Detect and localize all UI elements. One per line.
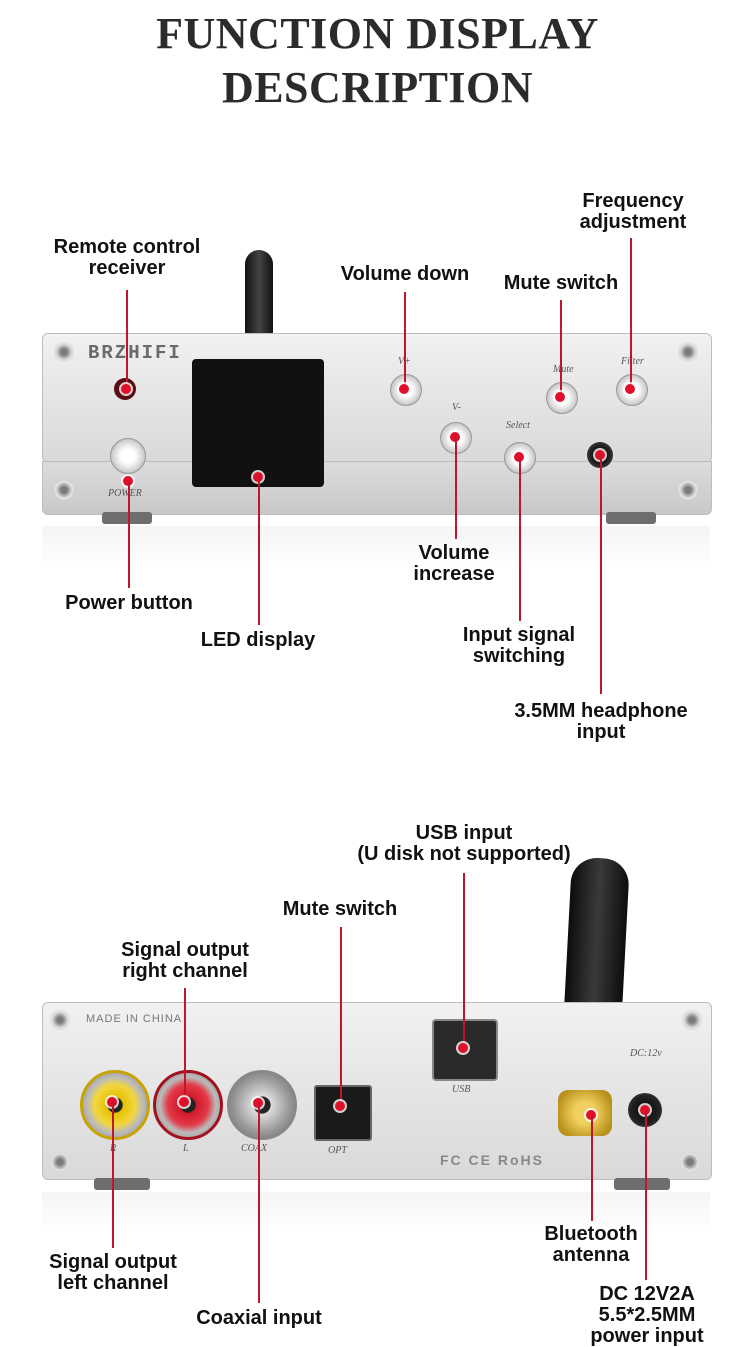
power-mark: POWER (108, 488, 142, 499)
page-title-line2: DESCRIPTION (221, 63, 534, 112)
label-volume-down: Volume down (340, 263, 470, 285)
front-foot-right (606, 512, 656, 524)
screw-icon (50, 1010, 70, 1030)
mute-mark: Mute (553, 364, 574, 375)
screw-icon (682, 1010, 702, 1030)
rear-reflection (42, 1192, 710, 1232)
dc-mark: DC:12v (630, 1048, 662, 1059)
coaxial-jack[interactable] (227, 1070, 297, 1140)
rear-foot-right (614, 1178, 670, 1190)
screw-icon (678, 342, 698, 362)
label-coaxial-input: Coaxial input (196, 1307, 322, 1329)
made-in-china-mark: MADE IN CHINA (86, 1013, 183, 1025)
screw-icon (54, 480, 74, 500)
led-display (192, 359, 324, 487)
front-antenna (245, 250, 273, 336)
coax-mark: COAX (241, 1143, 268, 1154)
label-mute-switch: Mute switch (503, 272, 619, 294)
screw-icon (50, 1152, 70, 1172)
certification-marks: FC CE RoHS (440, 1152, 544, 1168)
usb-mark: USB (452, 1084, 471, 1095)
label-power-button: Power button (65, 592, 193, 614)
screw-icon (678, 480, 698, 500)
screw-icon (680, 1152, 700, 1172)
opt-mark: OPT (328, 1145, 347, 1156)
rear-foot-left (94, 1178, 150, 1190)
antenna-connector (558, 1090, 612, 1136)
page-title-line1: FUNCTION DISPLAY (156, 9, 599, 58)
label-rear-mute-switch: Mute switch (282, 898, 398, 920)
select-mark: Select (506, 420, 530, 431)
power-button[interactable] (110, 438, 146, 474)
front-panel-lower (42, 461, 712, 515)
label-usb-input: USB input(U disk not supported) (357, 822, 571, 865)
optical-port[interactable] (314, 1085, 372, 1141)
brand-logo: BRZHIFI (88, 342, 182, 364)
screw-icon (54, 342, 74, 362)
vminus-mark: V- (452, 402, 461, 413)
front-panel (42, 333, 712, 463)
label-led-display: LED display (200, 629, 316, 651)
filter-mark: Filter (621, 356, 644, 367)
front-foot-left (102, 512, 152, 524)
front-reflection (42, 526, 710, 568)
l-mark: L (183, 1143, 189, 1154)
